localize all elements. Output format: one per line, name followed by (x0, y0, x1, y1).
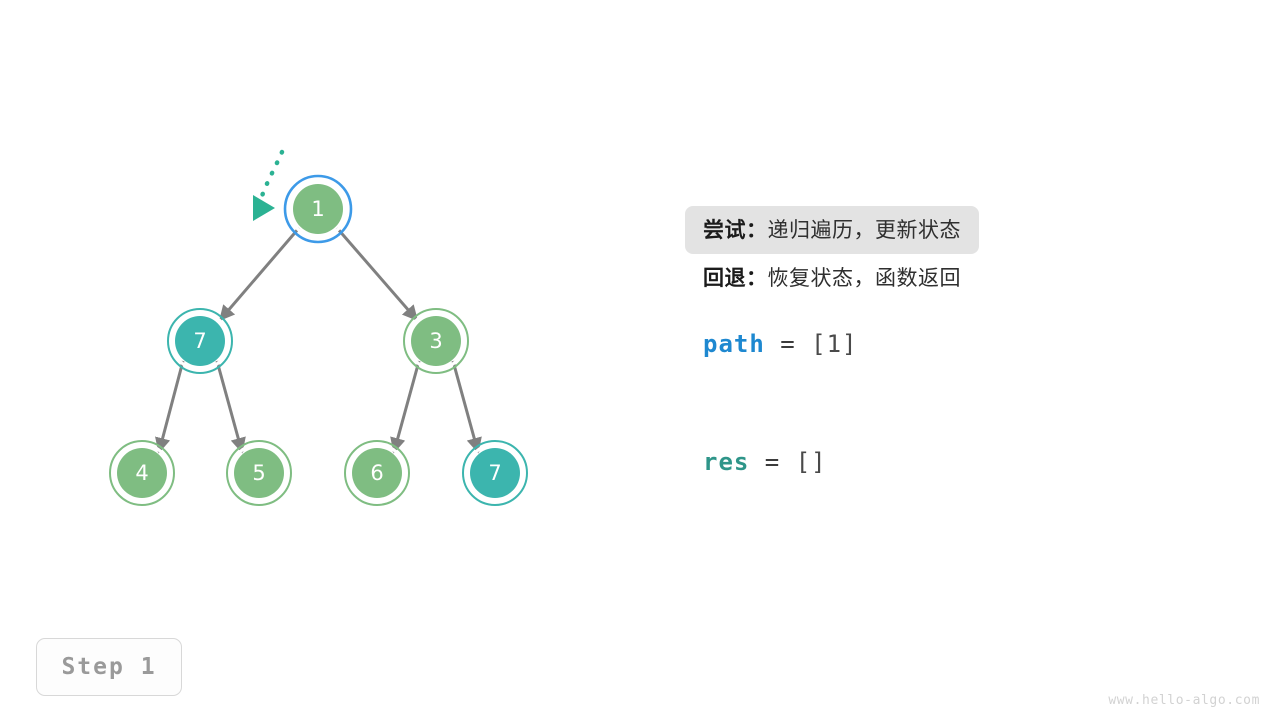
backtrack-text: 恢复状态，函数返回 (767, 266, 961, 290)
tree-node-label: 4 (135, 461, 148, 485)
path-variable-name: path (703, 330, 765, 358)
tree-node-5[interactable]: 5 (226, 440, 292, 506)
explanation-panel: 尝试：递归遍历，更新状态 回退：恢复状态，函数返回 path = [1] res… (685, 206, 1245, 476)
tree-node-1[interactable]: 1 (283, 174, 353, 244)
binary-tree-diagram: 1 7 3 4 5 (109, 149, 528, 506)
traversal-pointer (253, 149, 285, 221)
try-line-highlight: 尝试：递归遍历，更新状态 (685, 206, 979, 254)
tree-node-label: 3 (429, 329, 442, 353)
tree-node-7-right[interactable]: 7 (462, 440, 528, 506)
backtrack-row: 回退：恢复状态，函数返回 (685, 254, 979, 302)
res-value: [] (795, 448, 827, 476)
edge-3-to-7right (451, 360, 482, 454)
res-state-line: res = [] (703, 448, 827, 476)
try-label: 尝试： (703, 218, 768, 242)
tree-node-label: 6 (370, 461, 383, 485)
tree-node-4[interactable]: 4 (109, 440, 175, 506)
tree-nodes: 1 7 3 4 5 (109, 174, 528, 506)
edge-1-to-7left (218, 227, 301, 322)
tree-node-label: 1 (311, 197, 324, 221)
tree-node-6[interactable]: 6 (344, 440, 410, 506)
backtrack-label: 回退： (703, 266, 768, 290)
step-badge: Step 1 (36, 638, 182, 696)
tree-node-label: 5 (252, 461, 265, 485)
path-assign-operator: = (764, 330, 812, 358)
site-watermark: www.hello-algo.com (1108, 693, 1260, 708)
backtrack-line: 回退：恢复状态，函数返回 (685, 254, 1245, 302)
res-assign-operator: = (749, 448, 796, 476)
edge-7left-to-5 (215, 360, 246, 454)
tree-node-label: 7 (193, 329, 206, 353)
tree-node-label: 7 (488, 461, 501, 485)
edge-3-to-6 (390, 360, 421, 454)
try-text: 递归遍历，更新状态 (767, 218, 961, 242)
step-badge-label: Step 1 (61, 654, 157, 680)
path-value: [1] (811, 330, 858, 358)
tree-edges (155, 227, 482, 454)
edge-7left-to-4 (155, 360, 185, 454)
try-line: 尝试：递归遍历，更新状态 (685, 206, 1245, 254)
path-state-line: path = [1] (703, 330, 858, 358)
tree-node-3[interactable]: 3 (403, 308, 469, 374)
res-variable-name: res (703, 448, 750, 476)
edge-1-to-3 (335, 227, 419, 322)
tree-node-7-left[interactable]: 7 (167, 308, 233, 374)
